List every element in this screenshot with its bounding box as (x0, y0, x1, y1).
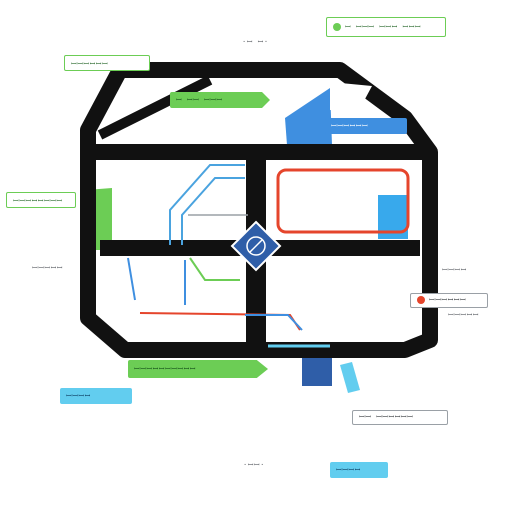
right-mid-label: ꟷꟷꟷꟷ (442, 266, 467, 274)
top-center-label: ·ꟷ ꟷ· (242, 38, 269, 46)
left-mid-label: ꟷꟷꟷꟷꟷ (32, 264, 63, 272)
blue-bar-label: ꟷꟷꟷꟷꟷꟷ (325, 118, 407, 134)
blue-wire (127, 257, 186, 305)
cyan-bottom-block (340, 362, 360, 393)
inner-diag (97, 75, 213, 140)
red-frame (276, 168, 410, 234)
bottom-green-label: ꟷꟷꟷꟷꟷꟷꟷꟷꟷꟷ (128, 360, 268, 378)
right-red-label: ꟷꟷꟷꟷꟷꟷ (410, 293, 488, 308)
white-tab-panel (330, 82, 372, 112)
top-right-label: ꟷ ꟷꟷꟷ ꟷꟷꟷ ꟷꟷꟷ (326, 17, 446, 37)
bottom-cyan-label: ꟷꟷꟷꟷ (330, 462, 388, 478)
top-left-label: ꟷꟷꟷꟷꟷꟷ (64, 55, 150, 71)
blue-wire-3 (245, 314, 303, 331)
right-outline-label: ꟷꟷ ꟷꟷꟷꟷꟷꟷ (352, 410, 448, 425)
compass-icon (246, 236, 266, 256)
alert-icon (417, 296, 425, 304)
cyan-wire (169, 164, 245, 245)
cyan-wire-2 (181, 177, 245, 245)
inner-green-label: ꟷ ꟷꟷ ꟷꟷꟷ (170, 92, 270, 108)
pencil-icon (134, 110, 182, 129)
circle-icon (333, 23, 341, 31)
left-cyan-label: ꟷꟷꟷꟷ (60, 388, 132, 404)
green-wire (189, 257, 240, 281)
blue-accent-panel (285, 88, 332, 145)
outer-frame (80, 62, 438, 358)
left-green-label: ꟷꟷꟷꟷꟷꟷꟷꟷ (6, 192, 76, 208)
right-red-sub-label: ꟷꟷꟷꟷꟷ (448, 311, 479, 319)
bottom-center-label: ·ꟷꟷ· (243, 461, 265, 469)
